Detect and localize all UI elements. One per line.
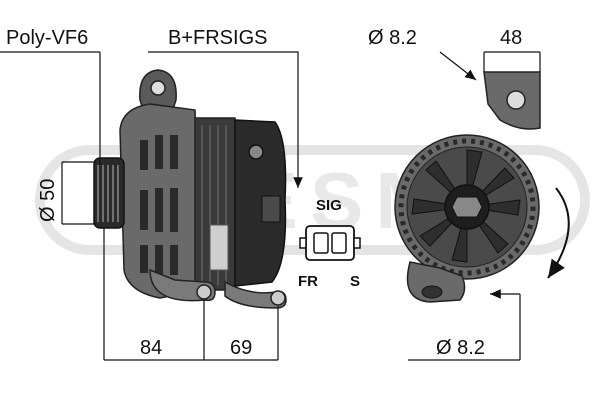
connector-s-label: S [350, 273, 361, 290]
dimension-lines [0, 51, 541, 361]
pulley-label: Poly-VF6 [6, 27, 89, 49]
connector-plug [299, 225, 361, 261]
connector-fr-label: FR [298, 273, 318, 290]
pulley-diameter-label: Ø 50 [37, 178, 59, 222]
connector-sig-label: SIG [316, 197, 342, 214]
alternator-side-view [93, 69, 287, 309]
width-top-label: 48 [500, 27, 523, 49]
dimension-69-label: 69 [230, 337, 253, 359]
dimension-84-label: 84 [140, 337, 163, 359]
hole-diameter-bottom-label: Ø 8.2 [436, 337, 485, 359]
alternator-rear-view [394, 71, 541, 303]
rotation-arrow [547, 187, 570, 279]
hole-diameter-top-label: Ø 8.2 [368, 27, 417, 49]
terminal-label: B+FRSIGS [168, 27, 268, 49]
